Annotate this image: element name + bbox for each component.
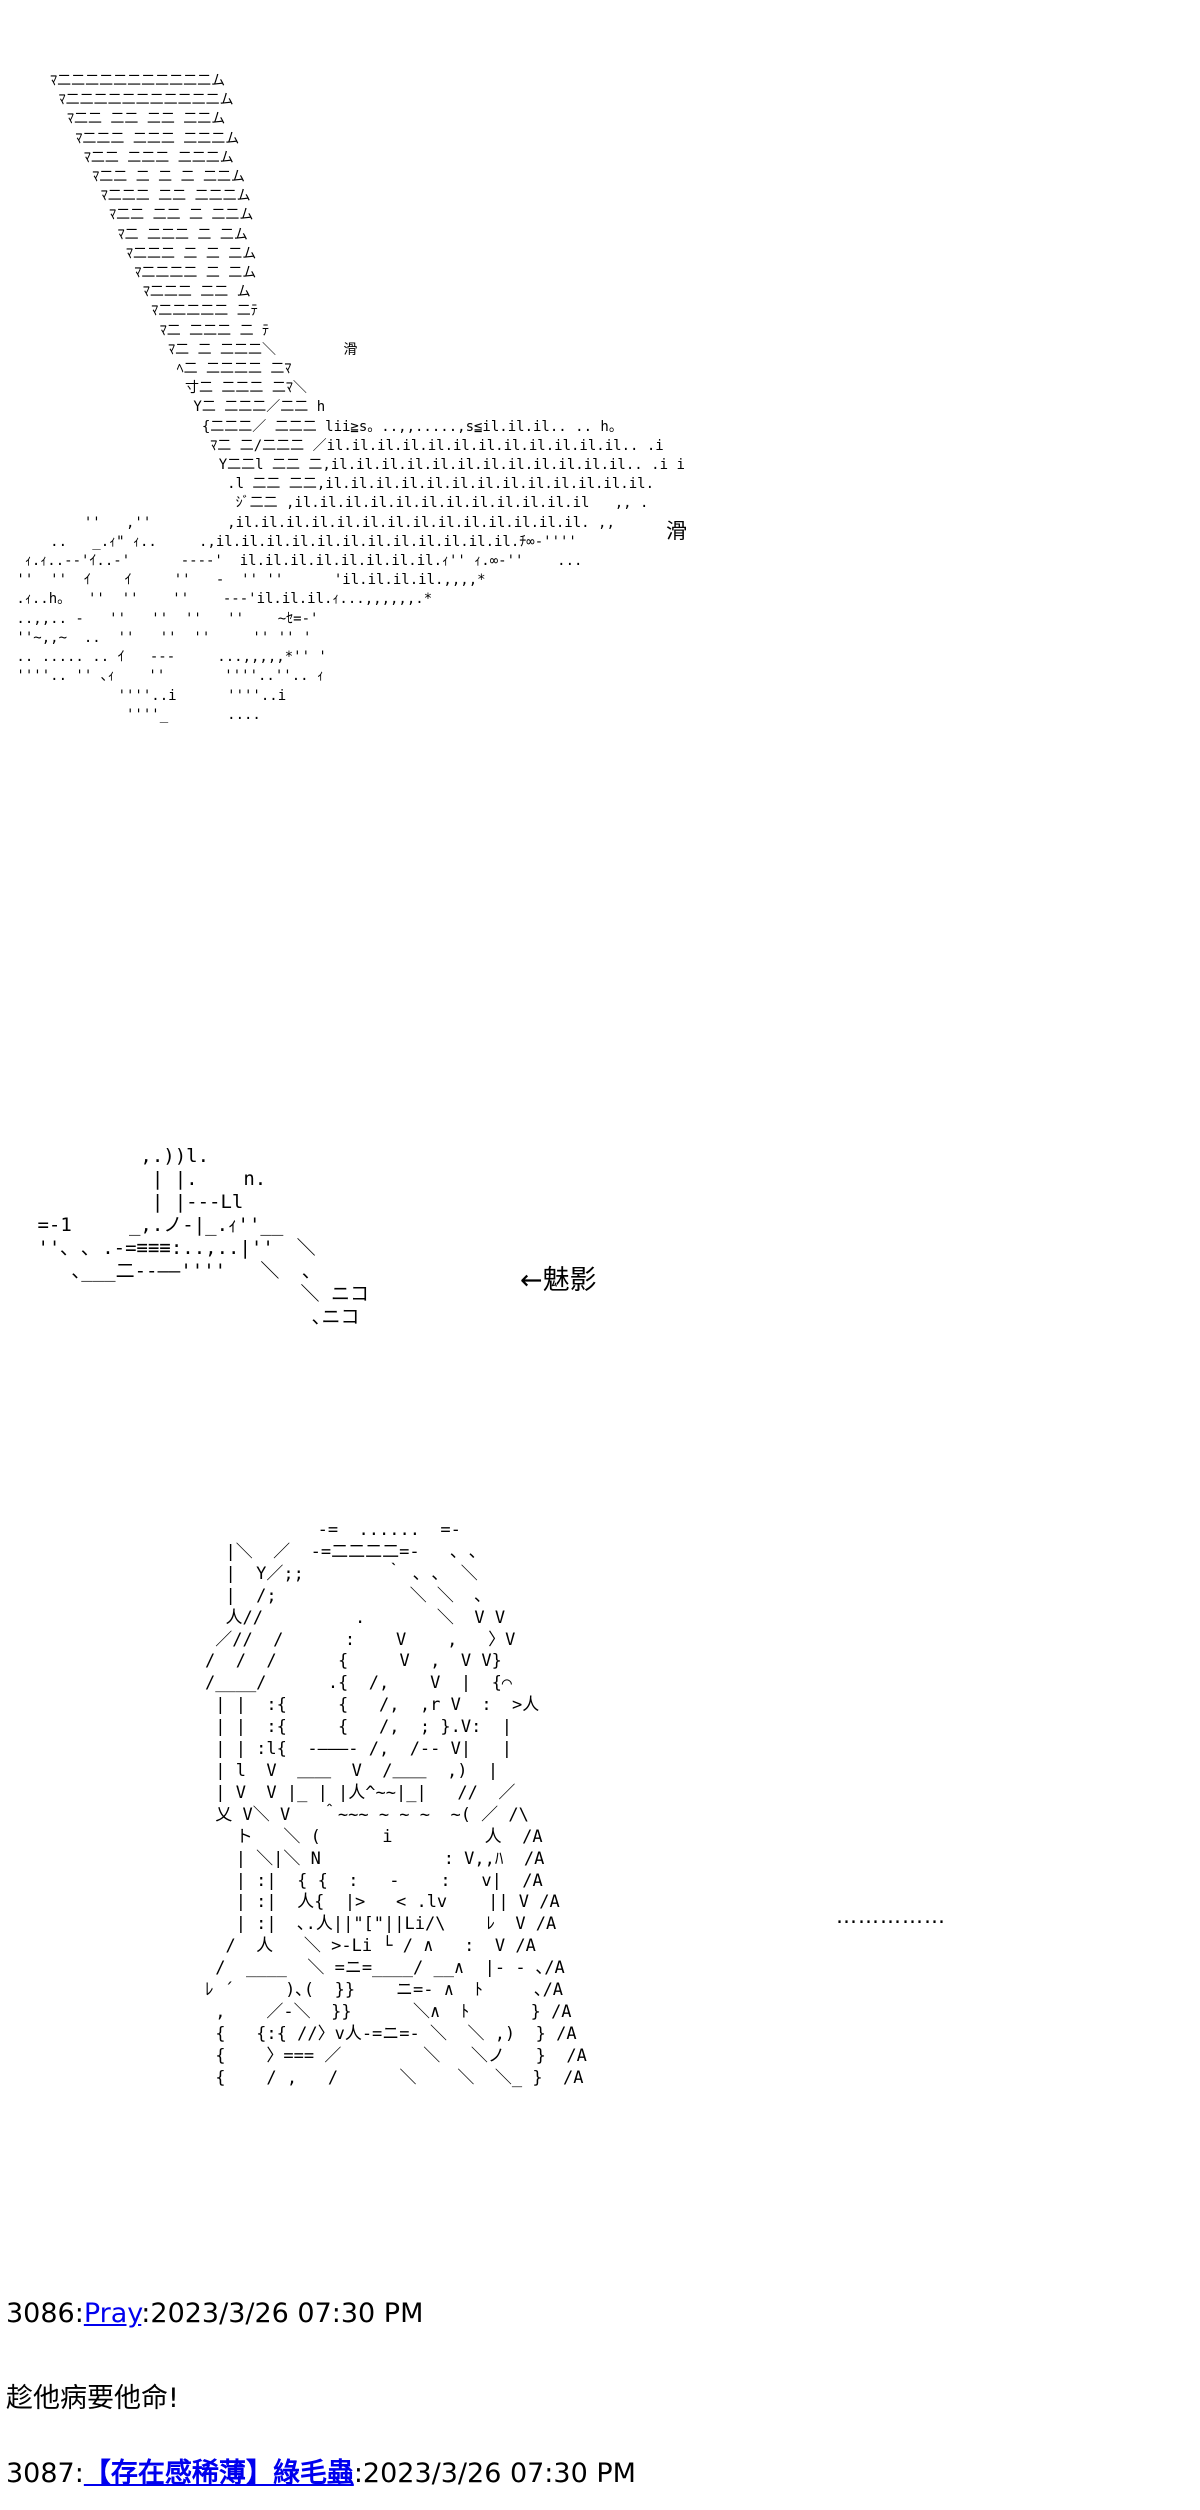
post-header: 3086:Pray:2023/3/26 07:30 PM: [6, 2298, 423, 2329]
post-body: 趁他病要他命!: [6, 2383, 179, 2414]
author-link[interactable]: Pray: [83, 2298, 142, 2329]
slide-label: 滑: [666, 519, 687, 543]
ascii-art-phantom: ,.))l. | |. n. | |--‐Ll =-1 _,.ノ-|_.ｨ''_…: [37, 1145, 369, 1328]
phantom-label: ←魅影: [520, 1265, 597, 1296]
post-datetime: :2023/3/26 07:30 PM: [141, 2298, 424, 2329]
ellipsis-label: ……………: [836, 1904, 946, 1928]
author-link[interactable]: 【存在感稀薄】綠毛蟲: [83, 2458, 354, 2489]
post-datetime: :2023/3/26 07:30 PM: [353, 2458, 636, 2489]
post-number: 3087: [6, 2458, 75, 2489]
post-header: 3087:【存在感稀薄】綠毛蟲:2023/3/26 07:30 PM: [6, 2451, 636, 2490]
ascii-art-character: -= ...... =- |＼ ／ -=二二二二=- ､ ､ | Y／;; ｀ …: [205, 1520, 587, 2088]
post-separator: :: [74, 2298, 84, 2329]
post-separator: :: [74, 2458, 84, 2489]
post-number: 3086: [6, 2298, 75, 2329]
ascii-art-slide: ﾏ二二二二二二二二二二二ム ﾏ二二二二二二二二二二二ム ﾏ二二 二二 二二 二二…: [16, 73, 685, 723]
